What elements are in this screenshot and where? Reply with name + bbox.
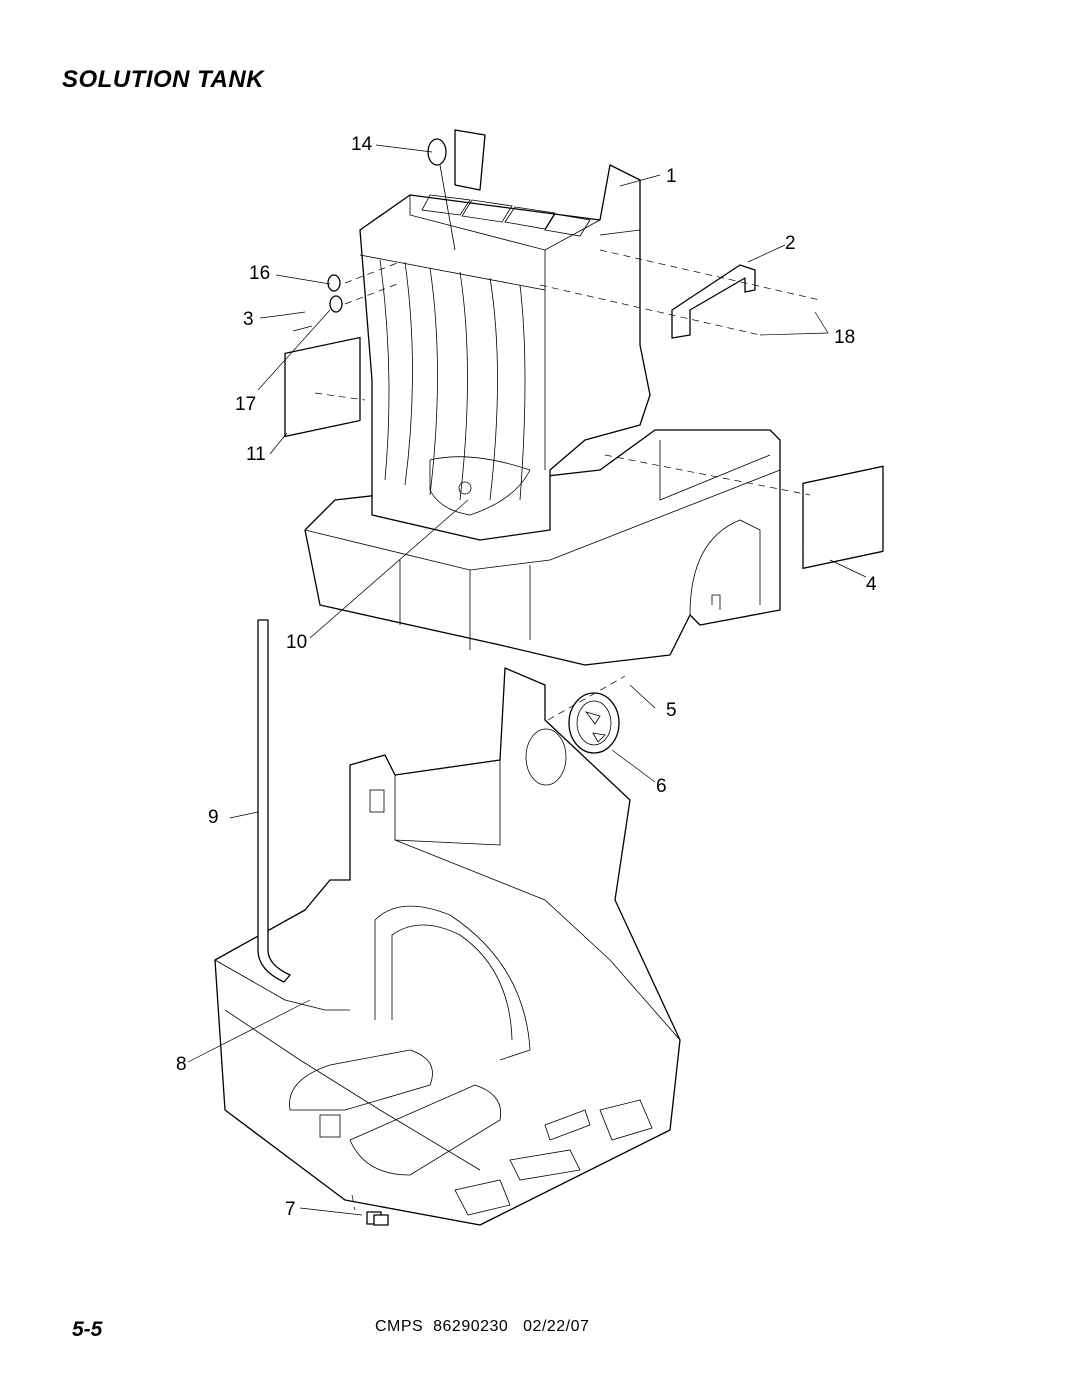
tank-cover	[304, 164, 781, 666]
callout-2: 2	[785, 233, 796, 254]
decal-right	[802, 465, 884, 569]
callout-3: 3	[243, 309, 254, 330]
callout-11: 11	[246, 444, 266, 465]
solution-tank	[214, 667, 681, 1226]
level-gauge	[427, 129, 486, 251]
drain-plug	[366, 1211, 389, 1226]
callout-16: 16	[249, 263, 270, 284]
page-number: 5-5	[72, 1318, 103, 1341]
callout-5: 5	[666, 700, 677, 721]
callout-8: 8	[176, 1054, 187, 1075]
callout-4: 4	[866, 574, 877, 595]
latch-bracket	[671, 264, 756, 339]
callout-14: 14	[351, 134, 373, 155]
callout-6: 6	[656, 776, 667, 797]
callout-10: 10	[286, 632, 307, 653]
callout-1: 1	[666, 166, 677, 187]
callout-18: 18	[834, 327, 855, 348]
callout-7: 7	[285, 1199, 296, 1220]
decal-left	[284, 336, 361, 438]
page-title: SOLUTION TANK	[62, 66, 265, 93]
document-reference: CMPS 86290230 02/22/07	[375, 1318, 590, 1335]
callout-9: 9	[208, 807, 219, 828]
fill-cap	[568, 692, 620, 754]
callout-17: 17	[235, 394, 256, 415]
hose-clamps	[283, 274, 343, 332]
drain-hose	[257, 619, 291, 983]
